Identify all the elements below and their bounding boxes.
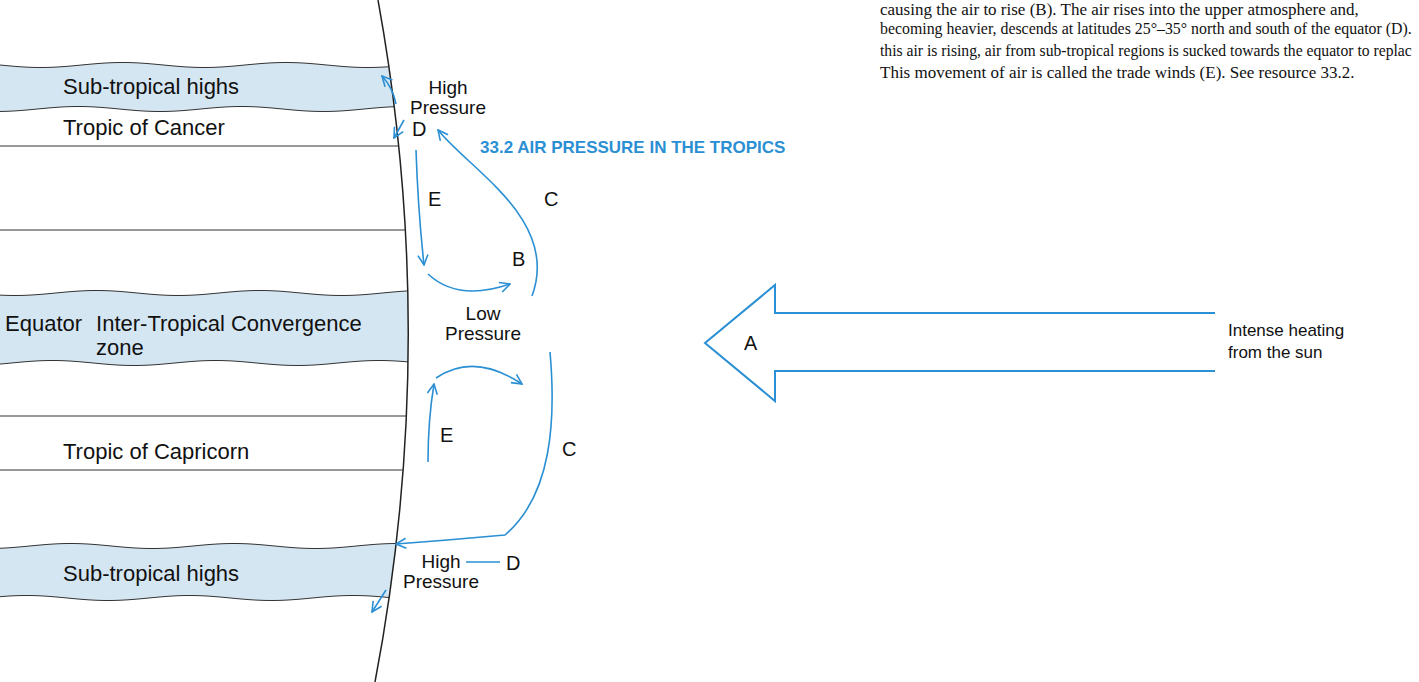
- band-fill: [0, 544, 440, 601]
- air-flow-arrow: [416, 150, 424, 265]
- tropic-line: [0, 146, 398, 147]
- text-row: A: [700, 283, 1220, 355]
- label-holder: Low Pressure: [440, 304, 526, 344]
- body-text-line: becoming heavier, descends at latitudes …: [880, 19, 1412, 39]
- label-holder: C: [544, 188, 558, 210]
- leader-line: [466, 561, 500, 563]
- band-edge: [0, 291, 440, 296]
- latitude-line: [0, 230, 405, 231]
- latitude-line: [0, 416, 406, 417]
- callout-letter: D: [506, 552, 520, 574]
- band-edge: [0, 107, 440, 112]
- label-holder: E: [440, 424, 453, 446]
- band-label: Inter-Tropical Convergence zone: [96, 312, 396, 360]
- band-edge: [0, 544, 440, 549]
- band-fill: [0, 63, 440, 112]
- arrow-outline-path: [705, 285, 1215, 401]
- pressure-band: Sub-tropical highs: [0, 543, 440, 601]
- band-label: Sub-tropical highs: [63, 75, 239, 99]
- title-holder: 33.2 AIR PRESSURE IN THE TROPICS: [480, 138, 785, 158]
- callout-letter: C: [562, 438, 576, 460]
- band-edge: [0, 361, 440, 366]
- label-holder: becoming heavier, descends at latitudes …: [880, 19, 1412, 39]
- band-edge: [0, 63, 440, 68]
- body-text-line: This movement of air is called the trade…: [880, 63, 1354, 83]
- latitude-label: Tropic of Capricorn: [63, 440, 249, 464]
- label-holder: D: [506, 552, 520, 574]
- band-label: Sub-tropical highs: [63, 562, 239, 586]
- label-holder: B: [512, 248, 525, 270]
- text-row: Equator Inter-Tropical Convergence zone: [0, 290, 440, 360]
- text-row: Sub-tropical highs: [0, 543, 440, 586]
- callout-letter: E: [428, 188, 441, 210]
- convergence-band: Equator Inter-Tropical Convergence zone: [0, 290, 440, 366]
- label-holder: this air is rising, air from sub-tropica…: [880, 41, 1412, 61]
- label-holder: High Pressure: [398, 552, 484, 592]
- label-holder: Intense heating from the sun: [1228, 320, 1368, 364]
- label-holder: C: [562, 438, 576, 460]
- arrow-outline: [700, 283, 1220, 403]
- callout-letter: C: [544, 188, 558, 210]
- label-holder: causing the air to rise (B). The air ris…: [880, 0, 1359, 20]
- air-flow-arrow: [428, 384, 434, 462]
- heat-label: Intense heating from the sun: [1228, 320, 1368, 364]
- pressure-label: High Pressure: [398, 552, 484, 592]
- label-holder: Tropic of Capricorn: [63, 440, 249, 464]
- band-edge: [0, 596, 440, 601]
- latitude-label: Equator: [5, 312, 82, 336]
- label-holder: E: [428, 188, 441, 210]
- figure-title: 33.2 AIR PRESSURE IN THE TROPICS: [480, 138, 785, 158]
- text-row: Sub-tropical highs: [0, 62, 440, 99]
- callout-letter: A: [744, 331, 757, 355]
- label-holder: Tropic of Cancer: [63, 116, 225, 140]
- body-text-line: this air is rising, air from sub-tropica…: [880, 41, 1412, 61]
- body-text-line: causing the air to rise (B). The air ris…: [880, 0, 1359, 20]
- label-holder: High Pressure: [405, 78, 491, 118]
- label-holder: D: [412, 118, 426, 140]
- pressure-label: High Pressure: [405, 78, 491, 118]
- callout-letter: B: [512, 248, 525, 270]
- air-flow-arrow: [436, 366, 522, 384]
- callout-letter: D: [412, 118, 426, 140]
- label-holder: This movement of air is called the trade…: [880, 63, 1354, 83]
- air-flow-arrow: [394, 120, 404, 138]
- tropic-line: [0, 470, 403, 471]
- air-flow-arrow: [428, 274, 510, 291]
- pressure-band: Sub-tropical highs: [0, 62, 440, 112]
- callout-letter: E: [440, 424, 453, 446]
- pressure-label: Low Pressure: [440, 304, 526, 344]
- band-fill: [0, 291, 440, 366]
- air-flow-arrow: [396, 352, 552, 544]
- latitude-label: Tropic of Cancer: [63, 116, 225, 140]
- sun-heat-arrow: A: [700, 283, 1220, 403]
